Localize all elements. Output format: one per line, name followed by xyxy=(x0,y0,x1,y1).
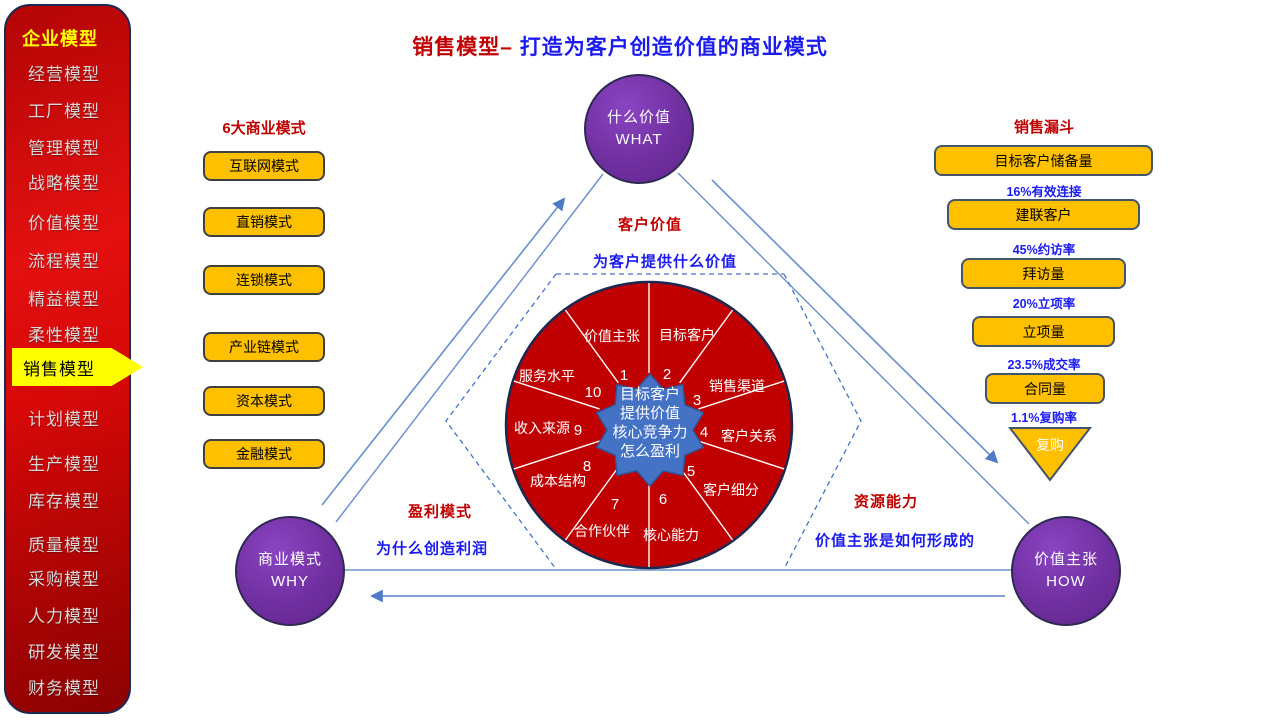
wheel-center-line: 怎么盈利 xyxy=(620,443,680,460)
funnel-rate: 45%约访率 xyxy=(1012,243,1076,257)
triangle-side-left xyxy=(335,173,604,523)
vertex-why-zh: 商业模式 xyxy=(257,551,322,569)
dashed-hexagon xyxy=(445,273,862,570)
wheel-segment-number: 9 xyxy=(574,422,582,439)
funnel-bottom-triangle xyxy=(1007,427,1093,482)
funnel-stage: 目标客户储备量 xyxy=(934,145,1153,176)
wheel-segment-number: 1 xyxy=(620,367,628,384)
vertex-how-en: HOW xyxy=(1046,573,1086,590)
wheel-labels: 价值主张 目标客户 销售渠道 客户关系 客户细分 核心能力 合作伙伴 成本结构 … xyxy=(514,327,777,543)
arrow-why-to-what xyxy=(321,197,566,506)
mode-button: 连锁模式 xyxy=(203,265,325,295)
wheel-segment-number: 4 xyxy=(700,424,708,441)
wheel-numbers: 1 2 3 4 5 6 7 8 9 10 xyxy=(574,366,708,513)
annotation-profit-model: 盈利模式 xyxy=(407,503,473,521)
sidebar-item[interactable]: 采购模型 xyxy=(28,570,100,589)
annotation-how-formed: 价值主张是如何形成的 xyxy=(814,532,976,550)
mode-button: 资本模式 xyxy=(203,386,325,416)
wheel-segment-number: 6 xyxy=(659,491,667,508)
annotation-resource-capability: 资源能力 xyxy=(853,493,919,511)
sidebar-item[interactable]: 柔性模型 xyxy=(28,326,100,345)
sidebar-item[interactable]: 管理模型 xyxy=(28,139,100,158)
annotation-customer-value: 客户价值 xyxy=(617,216,683,234)
wheel-segment-number: 8 xyxy=(583,458,591,475)
wheel-segment-label: 收入来源 xyxy=(514,420,570,436)
page-title-blue: 打造为客户创造价值的商业模式 xyxy=(512,36,828,59)
vertex-what-zh: 什么价值 xyxy=(606,109,671,127)
funnel-stage: 拜访量 xyxy=(961,258,1126,289)
sidebar-item-active[interactable]: 销售模型 xyxy=(12,348,143,386)
wheel-center-line: 核心竞争力 xyxy=(612,423,687,441)
funnel-bottom-label: 复购 xyxy=(1036,437,1064,453)
sidebar-item[interactable]: 精益模型 xyxy=(28,290,100,309)
vertex-circle-why: 商业模式 WHY xyxy=(235,516,345,626)
vertex-circle-what: 什么价值 WHAT xyxy=(584,74,694,184)
wheel-segment-label: 服务水平 xyxy=(519,368,575,384)
sidebar-item[interactable]: 流程模型 xyxy=(28,252,100,271)
sidebar-item[interactable]: 计划模型 xyxy=(28,410,100,429)
vertex-why-en: WHY xyxy=(271,573,309,590)
funnel-stage: 建联客户 xyxy=(947,199,1140,230)
funnel-rate: 16%有效连接 xyxy=(1006,185,1082,199)
sidebar-item[interactable]: 生产模型 xyxy=(28,455,100,474)
vertex-what-en: WHAT xyxy=(615,131,663,148)
wheel-segment-number: 7 xyxy=(611,496,619,513)
wheel-center-star xyxy=(595,372,705,488)
sidebar-header: 企业模型 xyxy=(22,29,98,49)
sidebar-item[interactable]: 研发模型 xyxy=(28,643,100,662)
mode-button: 互联网模式 xyxy=(203,151,325,181)
annotation-what-value: 为客户提供什么价值 xyxy=(592,253,738,271)
mode-button: 金融模式 xyxy=(203,439,325,469)
modes-heading: 6大商业模式 xyxy=(222,120,306,137)
wheel-dividers xyxy=(513,283,785,567)
funnel-stage: 立项量 xyxy=(972,316,1115,347)
wheel-center-line: 提供价值 xyxy=(620,405,680,422)
wheel-segment-label: 销售渠道 xyxy=(709,378,765,394)
wheel-segment-label: 目标客户 xyxy=(659,327,715,343)
funnel-rate: 23.5%成交率 xyxy=(1007,358,1081,372)
mode-button: 产业链模式 xyxy=(203,332,325,362)
funnel-stage: 合同量 xyxy=(985,373,1105,404)
wheel-center-text: 目标客户 提供价值 核心竞争力 怎么盈利 xyxy=(612,386,687,460)
sidebar-item[interactable]: 人力模型 xyxy=(28,607,100,626)
vertex-how-zh: 价值主张 xyxy=(1033,551,1098,569)
mode-button: 直销模式 xyxy=(203,207,325,237)
sidebar-item[interactable]: 经营模型 xyxy=(28,65,100,84)
wheel-segment-label: 客户关系 xyxy=(721,428,777,444)
sidebar-item[interactable]: 质量模型 xyxy=(28,536,100,555)
wheel-center-line: 目标客户 xyxy=(620,386,680,403)
annotation-why-profit: 为什么创造利润 xyxy=(375,540,489,558)
wheel-segment-number: 3 xyxy=(693,392,701,409)
sidebar-item-active-label: 销售模型 xyxy=(23,359,95,379)
wheel-segment-label: 核心能力 xyxy=(643,527,699,543)
funnel-heading: 销售漏斗 xyxy=(1013,119,1074,136)
funnel-rate: 1.1%复购率 xyxy=(1011,411,1077,425)
wheel-segment-label: 价值主张 xyxy=(584,328,640,344)
page-title-red: 销售模型– xyxy=(412,36,513,59)
sidebar-item[interactable]: 战略模型 xyxy=(28,174,100,193)
wheel-segment-label: 成本结构 xyxy=(530,473,586,489)
wheel-segment-label: 客户细分 xyxy=(703,482,759,498)
sidebar-item[interactable]: 价值模型 xyxy=(28,214,100,233)
vertex-circle-how: 价值主张 HOW xyxy=(1011,516,1121,626)
sidebar-item[interactable]: 库存模型 xyxy=(28,492,100,511)
wheel-circle xyxy=(504,280,794,570)
wheel-segment-number: 2 xyxy=(663,366,671,383)
funnel-rate: 20%立项率 xyxy=(1012,297,1076,311)
wheel-segment-number: 10 xyxy=(585,384,602,401)
page-title: 销售模型– 打造为客户创造价值的商业模式 xyxy=(190,31,1050,61)
wheel-segment-label: 合作伙伴 xyxy=(574,523,630,539)
sidebar-item[interactable]: 财务模型 xyxy=(28,679,100,698)
wheel-segment-number: 5 xyxy=(687,463,695,480)
sidebar-item[interactable]: 工厂模型 xyxy=(28,102,100,121)
